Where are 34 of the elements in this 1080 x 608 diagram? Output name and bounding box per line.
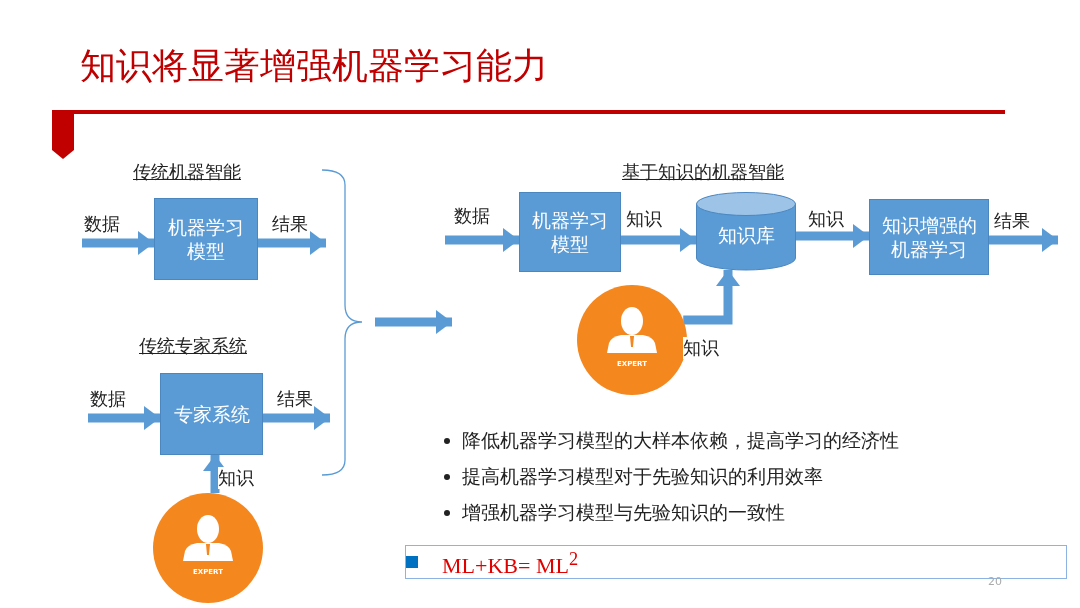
edge-label: 数据 [454,205,490,227]
arrow [258,231,326,255]
bullet-item: 降低机器学习模型的大样本依赖，提高学习的经济性 [462,428,899,453]
arrow [796,224,869,248]
edge-label: 数据 [90,388,126,410]
edge-label: 知识 [683,337,719,359]
slide-title: 知识将显著增强机器学习能力 [80,44,548,88]
arrow [683,270,740,325]
arrow [989,228,1058,252]
edge-label: 知识 [218,467,254,489]
arrow [88,406,160,430]
section-heading: 基于知识的机器智能 [622,160,784,184]
section-heading: 传统专家系统 [139,334,247,358]
arrow [82,231,154,255]
formula-text: ML+KB= ML$^{2}$ [442,549,579,580]
edge-label: 结果 [994,210,1030,232]
arrow [445,228,519,252]
arrow [203,455,227,493]
formula-box [405,545,1067,579]
process-box: 机器学习模型 [519,192,621,272]
process-box: 机器学习模型 [154,198,258,280]
edge-label: 数据 [84,213,120,235]
bullet-item: 提高机器学习模型对于先验知识的利用效率 [462,464,823,489]
arrow [263,406,330,430]
edge-label: 知识 [808,208,844,230]
arrow [621,228,696,252]
edge-label: 结果 [272,213,308,235]
section-heading: 传统机器智能 [133,160,241,184]
bullet-item: 增强机器学习模型与先验知识的一致性 [462,500,785,525]
edge-label: 结果 [277,388,313,410]
edge-label: 知识 [626,208,662,230]
page-number: 20 [988,575,1002,588]
process-box: 专家系统 [160,373,263,455]
process-box: 知识增强的机器学习 [869,199,989,275]
